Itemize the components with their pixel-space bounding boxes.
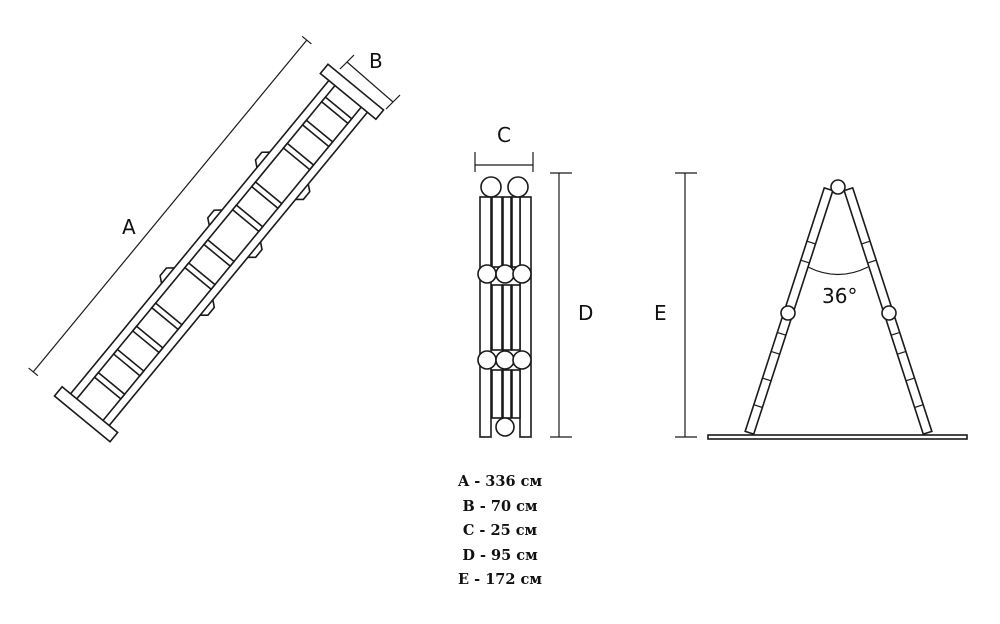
folded-rail xyxy=(511,284,521,351)
ladder-rung xyxy=(112,348,145,377)
folded-hinges xyxy=(477,176,532,437)
a-frame-hinge xyxy=(881,305,897,321)
dimension-e xyxy=(675,172,697,438)
extended-ladder: A B xyxy=(28,35,401,443)
ladder-rail xyxy=(69,79,330,395)
label-d: D xyxy=(578,301,593,325)
legend-item-c: C - 25 см xyxy=(462,522,538,539)
ladder-hinge xyxy=(295,183,311,201)
dimension-a xyxy=(28,35,312,377)
folded-rail xyxy=(511,369,521,419)
angle-arc xyxy=(807,266,869,276)
angle-label: 36° xyxy=(822,284,857,308)
ladder-hinge xyxy=(254,151,270,168)
ladder-rung xyxy=(150,302,183,331)
ladder-hinge xyxy=(200,299,216,316)
ground-line xyxy=(707,434,968,440)
a-frame-hinge xyxy=(780,305,796,321)
ladder-top-plate xyxy=(319,63,385,121)
a-frame-top-hinge xyxy=(830,179,846,195)
legend-item-e: E - 172 см xyxy=(458,571,542,588)
folded-rail xyxy=(502,196,512,268)
ladder-rung xyxy=(93,371,126,400)
folded-rail xyxy=(511,196,521,268)
ladder-rung xyxy=(320,95,353,125)
folded-rail xyxy=(479,196,492,438)
ladder-hinge xyxy=(206,209,222,226)
ladder-rung xyxy=(282,142,315,171)
ladder-rung xyxy=(301,119,334,148)
ladder-hinge xyxy=(159,267,175,284)
ladder-hinge xyxy=(247,241,263,259)
folded-rail xyxy=(502,369,512,419)
legend-item-a: A - 336 см xyxy=(457,473,543,490)
legend-item-b: B - 70 см xyxy=(462,497,538,515)
folded-rail xyxy=(502,284,512,351)
folded-rail xyxy=(491,284,503,351)
dimension-b xyxy=(339,54,401,110)
folded-rail xyxy=(491,196,503,268)
ladder-rung xyxy=(183,261,217,291)
label-b: B xyxy=(369,49,383,73)
dimensions-legend: A - 336 см B - 70 см C - 25 см D - 95 см… xyxy=(400,470,600,593)
label-e: E xyxy=(654,301,667,325)
ladder-rail xyxy=(108,111,369,427)
folded-rail xyxy=(491,369,503,419)
label-c: C xyxy=(497,123,511,147)
ladder-rungs xyxy=(93,95,353,400)
a-frame-ladder: 36° E xyxy=(654,172,968,440)
folded-rail xyxy=(519,196,532,438)
legend-item-d: D - 95 см xyxy=(462,546,538,564)
dimension-c xyxy=(474,152,534,172)
ladder-rung xyxy=(131,325,164,354)
ladder-rung xyxy=(250,180,283,210)
label-a: A xyxy=(122,215,136,239)
dimension-d xyxy=(550,172,572,438)
ladder-rung xyxy=(202,238,236,268)
ladder-bottom-plate xyxy=(53,385,119,443)
ladder-rung xyxy=(231,204,264,233)
folded-ladder: C D xyxy=(474,123,593,438)
